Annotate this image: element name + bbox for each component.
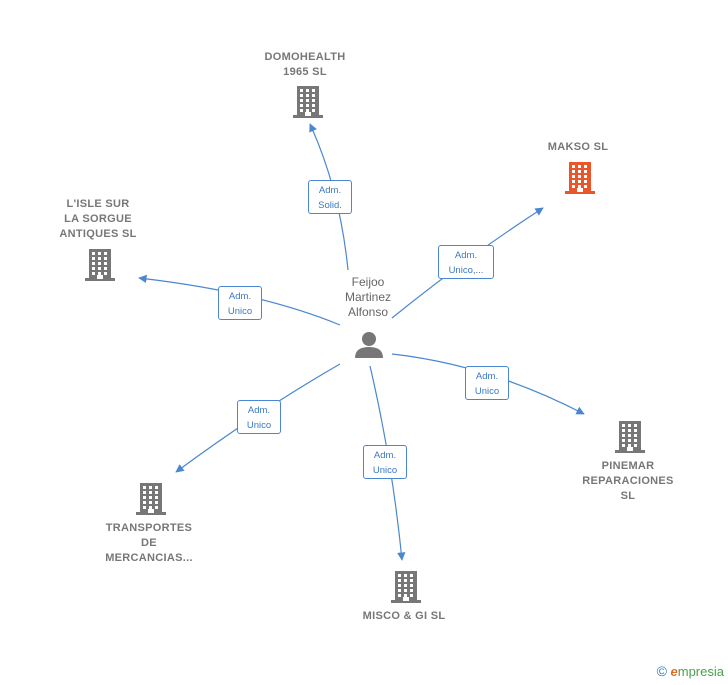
company-label-transportes[interactable]: TRANSPORTES DE MERCANCIAS... xyxy=(89,521,209,566)
company-name-line: DOMOHEALTH xyxy=(264,51,346,63)
role-line: Solid. xyxy=(318,200,342,211)
brand-name: mpresia xyxy=(677,664,724,679)
company-name-line: MERCANCIAS... xyxy=(105,552,193,564)
company-name-line: MAKSO SL xyxy=(547,141,609,153)
copyright-icon: © xyxy=(656,663,667,679)
building-icon[interactable] xyxy=(292,84,324,119)
role-line: Adm. xyxy=(228,291,252,302)
company-name-line: TRANSPORTES xyxy=(105,522,193,534)
person-name-line: Martinez xyxy=(344,290,391,304)
person-node[interactable]: Feijoo Martinez Alfonso xyxy=(318,275,418,320)
role-line: Adm. xyxy=(373,450,397,461)
role-line: Unico xyxy=(372,465,398,476)
role-badge-makso[interactable]: Adm. Unico,... xyxy=(438,245,494,279)
building-icon[interactable] xyxy=(390,569,422,604)
company-name-line: 1965 SL xyxy=(283,66,327,78)
role-badge-misco[interactable]: Adm. Unico xyxy=(363,445,407,479)
company-name-line: REPARACIONES xyxy=(582,475,674,487)
role-line: Unico xyxy=(246,420,272,431)
role-line: Unico xyxy=(474,386,500,397)
role-badge-transportes[interactable]: Adm. Unico xyxy=(237,400,281,434)
role-line: Adm. xyxy=(454,250,478,261)
company-name-line: L'ISLE SUR xyxy=(66,198,130,210)
role-line: Unico xyxy=(227,306,253,317)
empresia-logo[interactable]: © empresia xyxy=(657,663,724,679)
role-line: Adm. xyxy=(475,371,499,382)
company-label-lisle[interactable]: L'ISLE SUR LA SORGUE ANTIQUES SL xyxy=(38,197,158,242)
role-line: Unico,... xyxy=(448,265,484,276)
company-label-makso[interactable]: MAKSO SL xyxy=(518,140,638,155)
company-name-line: PINEMAR xyxy=(601,460,655,472)
building-icon[interactable] xyxy=(564,160,596,195)
company-name-line: DE xyxy=(141,537,157,549)
person-name: Feijoo Martinez Alfonso xyxy=(318,275,418,320)
role-badge-domohealth[interactable]: Adm. Solid. xyxy=(308,180,352,214)
building-icon[interactable] xyxy=(84,247,116,282)
company-name-line: ANTIQUES SL xyxy=(59,228,137,240)
role-line: Adm. xyxy=(247,405,271,416)
role-badge-lisle[interactable]: Adm. Unico xyxy=(218,286,262,320)
brand-initial: e xyxy=(670,664,678,679)
company-label-domohealth[interactable]: DOMOHEALTH 1965 SL xyxy=(245,50,365,80)
company-name-line: LA SORGUE xyxy=(64,213,132,225)
role-badge-pinemar[interactable]: Adm. Unico xyxy=(465,366,509,400)
building-icon[interactable] xyxy=(614,419,646,454)
company-name-line: MISCO & GI SL xyxy=(362,610,446,622)
person-name-line: Feijoo xyxy=(351,275,385,289)
building-icon[interactable] xyxy=(135,481,167,516)
role-line: Adm. xyxy=(318,185,342,196)
person-name-line: Alfonso xyxy=(347,305,389,319)
company-label-misco[interactable]: MISCO & GI SL xyxy=(334,609,474,624)
company-name-line: SL xyxy=(620,490,636,502)
company-label-pinemar[interactable]: PINEMAR REPARACIONES SL xyxy=(568,459,688,504)
person-icon xyxy=(355,332,383,358)
